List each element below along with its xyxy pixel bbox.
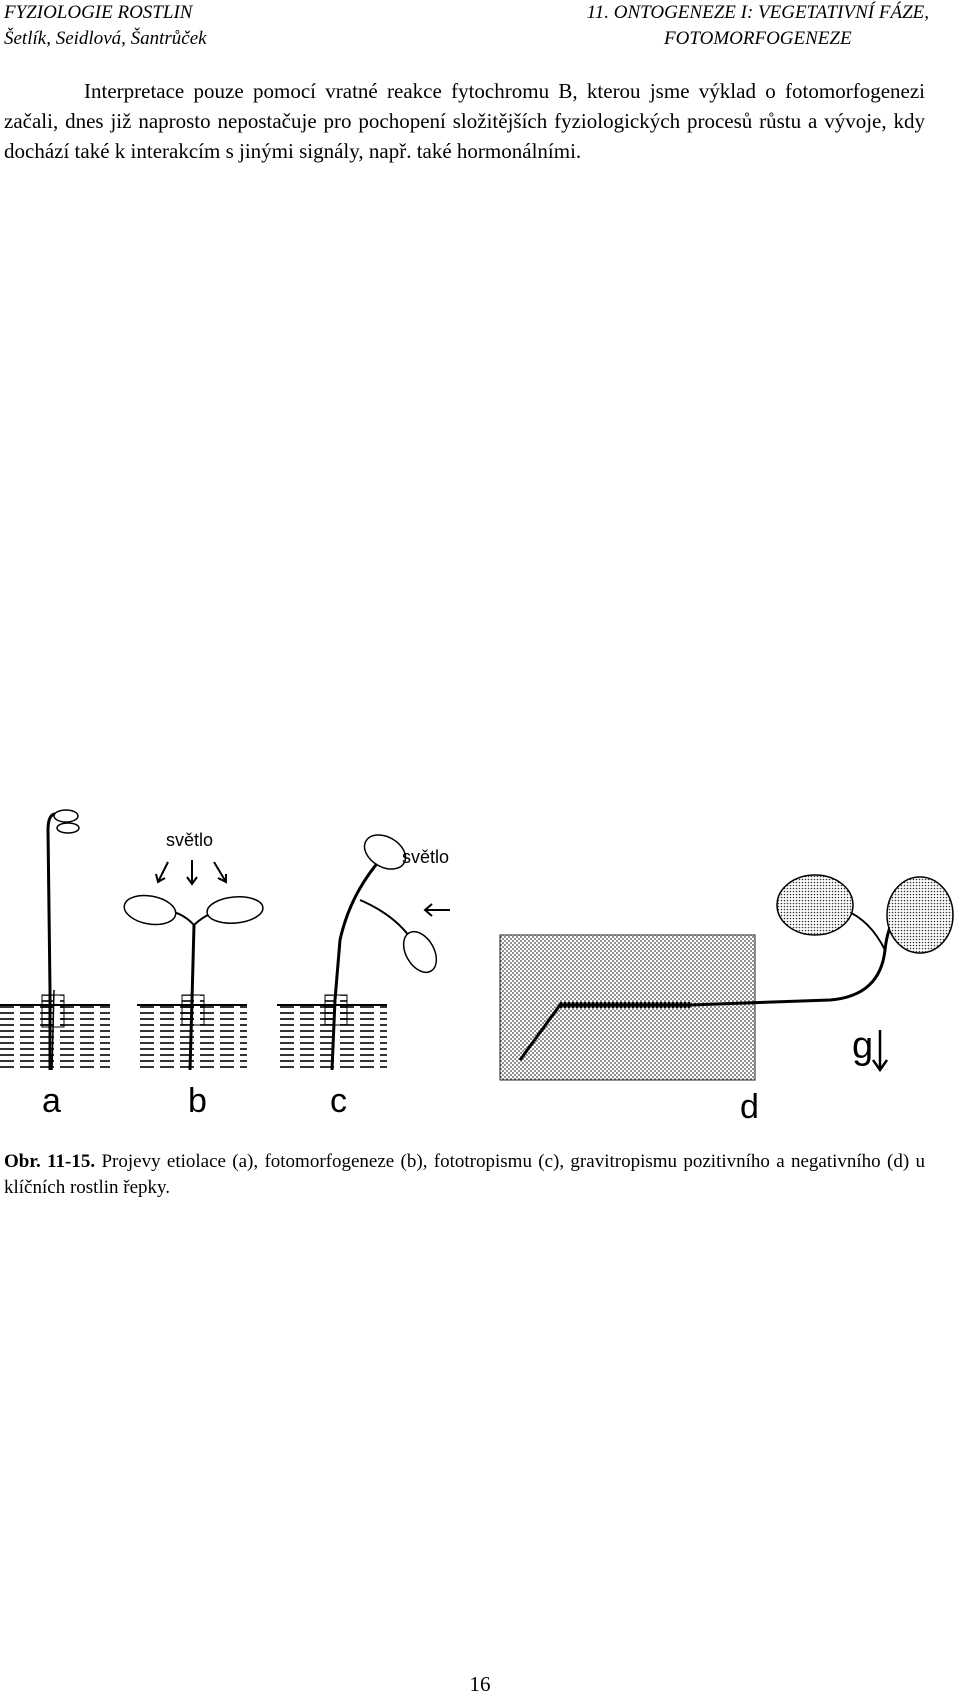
panel-label-a: a	[42, 1082, 61, 1120]
paragraph-text: Interpretace pouze pomocí vratné reakce …	[4, 79, 925, 163]
authors: Šetlík, Seidlová, Šantrůček	[4, 28, 207, 49]
panel-label-c: c	[330, 1082, 347, 1120]
panel-label-d: d	[740, 1088, 759, 1126]
light-label-b: světlo	[166, 830, 213, 850]
body-paragraph: Interpretace pouze pomocí vratné reakce …	[4, 76, 925, 166]
seedling-c	[324, 834, 450, 1071]
seedling-b	[123, 860, 264, 1071]
gravity-label: g	[852, 1025, 873, 1067]
seedling-figure: světlo světlo g a b c d	[0, 809, 954, 1126]
caption-text: Projevy etiolace (a), fotomorfogeneze (b…	[4, 1151, 925, 1198]
running-header-left: FYZIOLOGIE ROSTLIN Šetlík, Seidlová, Šan…	[4, 0, 207, 52]
seedling-d	[499, 874, 954, 1081]
figure-number: Obr. 11-15.	[4, 1151, 96, 1172]
page-number: 16	[469, 1672, 491, 1696]
panel-label-b: b	[188, 1082, 207, 1120]
chapter-title: 11. ONTOGENEZE I: VEGETATIVNÍ FÁZE,	[586, 2, 929, 23]
light-label-c: světlo	[402, 847, 449, 867]
chapter-subtitle: FOTOMORFOGENEZE	[664, 28, 852, 49]
figure-caption: Obr. 11-15. Projevy etiolace (a), fotomo…	[4, 1149, 925, 1201]
seedling-a	[41, 809, 80, 1071]
running-header-right: 11. ONTOGENEZE I: VEGETATIVNÍ FÁZE, FOTO…	[587, 0, 929, 52]
book-title: FYZIOLOGIE ROSTLIN	[4, 2, 193, 23]
